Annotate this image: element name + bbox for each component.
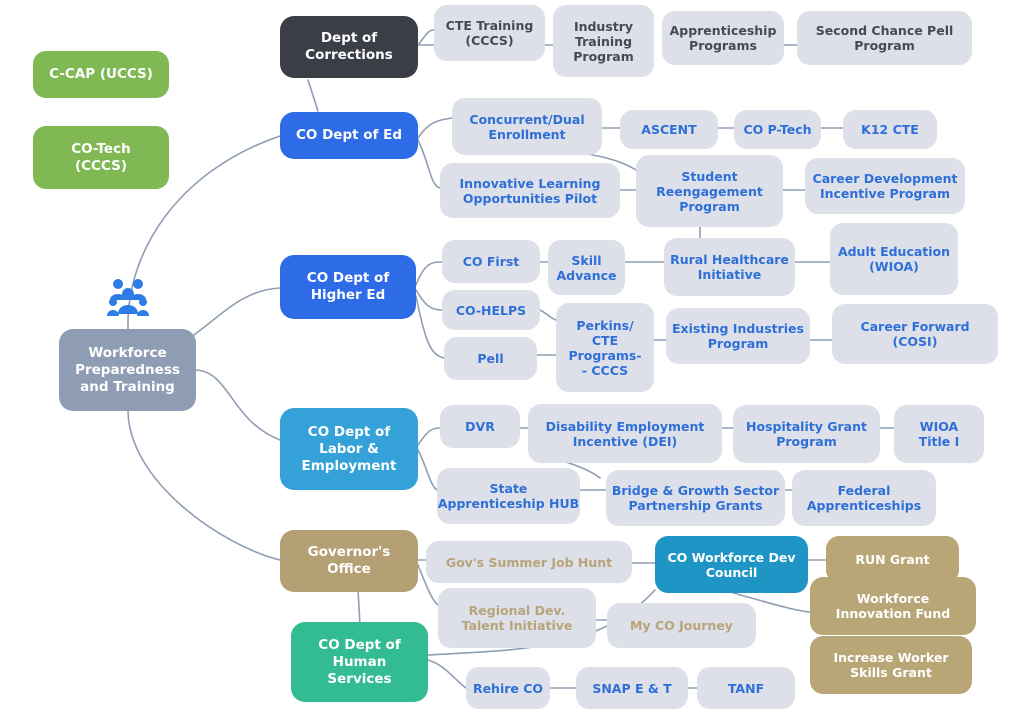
node-hospitality[interactable]: Hospitality Grant Program (733, 405, 880, 463)
node-dei[interactable]: Disability Employment Incentive (DEI) (528, 404, 722, 463)
node-apprenticeship[interactable]: Apprenticeship Programs (662, 11, 784, 65)
node-wioa-title-1[interactable]: WIOA Title I (894, 405, 984, 463)
node-summer-job-hunt[interactable]: Gov's Summer Job Hunt (426, 541, 632, 583)
node-my-co-journey[interactable]: My CO Journey (607, 603, 756, 648)
hub-labor[interactable]: CO Dept of Labor & Employment (280, 408, 418, 490)
node-industry-training[interactable]: Industry Training Program (553, 5, 654, 77)
node-state-apprenticeship-hub[interactable]: State Apprenticeship HUB (437, 468, 580, 524)
node-existing-industries[interactable]: Existing Industries Program (666, 308, 810, 364)
node-rehire-co[interactable]: Rehire CO (466, 667, 550, 709)
node-tanf[interactable]: TANF (697, 667, 795, 709)
hub-governor[interactable]: Governor's Office (280, 530, 418, 592)
node-regional-dev[interactable]: Regional Dev. Talent Initiative (438, 588, 596, 648)
hub-ed[interactable]: CO Dept of Ed (280, 112, 418, 159)
node-snap[interactable]: SNAP E & T (576, 667, 688, 709)
node-skill-advance[interactable]: Skill Advance (548, 240, 625, 295)
hub-human-services[interactable]: CO Dept of Human Services (291, 622, 428, 702)
node-co-helps[interactable]: CO-HELPS (442, 290, 540, 330)
node-workforce-innovation-fund[interactable]: Workforce Innovation Fund (810, 577, 976, 635)
node-co-ptech[interactable]: CO P-Tech (734, 110, 821, 149)
node-rural-healthcare[interactable]: Rural Healthcare Initiative (664, 238, 795, 296)
c-cap-node[interactable]: C-CAP (UCCS) (33, 51, 169, 98)
node-innovative-learning[interactable]: Innovative Learning Opportunities Pilot (440, 163, 620, 218)
node-run-grant[interactable]: RUN Grant (826, 536, 959, 583)
node-career-development[interactable]: Career Development Incentive Program (805, 158, 965, 214)
node-federal-apprenticeships[interactable]: Federal Apprenticeships (792, 470, 936, 526)
node-career-forward[interactable]: Career Forward (COSI) (832, 304, 998, 364)
node-cte-training[interactable]: CTE Training (CCCS) (434, 5, 545, 61)
node-ascent[interactable]: ASCENT (620, 110, 718, 149)
node-perkins[interactable]: Perkins/ CTE Programs- - CCCS (556, 303, 654, 392)
node-dvr[interactable]: DVR (440, 405, 520, 448)
node-student-reengagement[interactable]: Student Reengagement Program (636, 155, 783, 227)
node-co-first[interactable]: CO First (442, 240, 540, 283)
node-worker-skills-grant[interactable]: Increase Worker Skills Grant (810, 636, 972, 694)
node-bridge-growth[interactable]: Bridge & Growth Sector Partnership Grant… (606, 470, 785, 526)
node-pell[interactable]: Pell (444, 337, 537, 380)
node-concurrent[interactable]: Concurrent/Dual Enrollment (452, 98, 602, 155)
root-node[interactable]: Workforce Preparedness and Training (59, 329, 196, 411)
node-second-chance-pell[interactable]: Second Chance Pell Program (797, 11, 972, 65)
node-workforce-dev-council[interactable]: CO Workforce Dev Council (655, 536, 808, 593)
node-adult-education[interactable]: Adult Education (WIOA) (830, 223, 958, 295)
co-tech-node[interactable]: CO-Tech (CCCS) (33, 126, 169, 189)
node-k12-cte[interactable]: K12 CTE (843, 110, 937, 149)
hub-corrections[interactable]: Dept of Corrections (280, 16, 418, 78)
hub-higher-ed[interactable]: CO Dept of Higher Ed (280, 255, 416, 319)
people-group-icon (107, 279, 149, 316)
